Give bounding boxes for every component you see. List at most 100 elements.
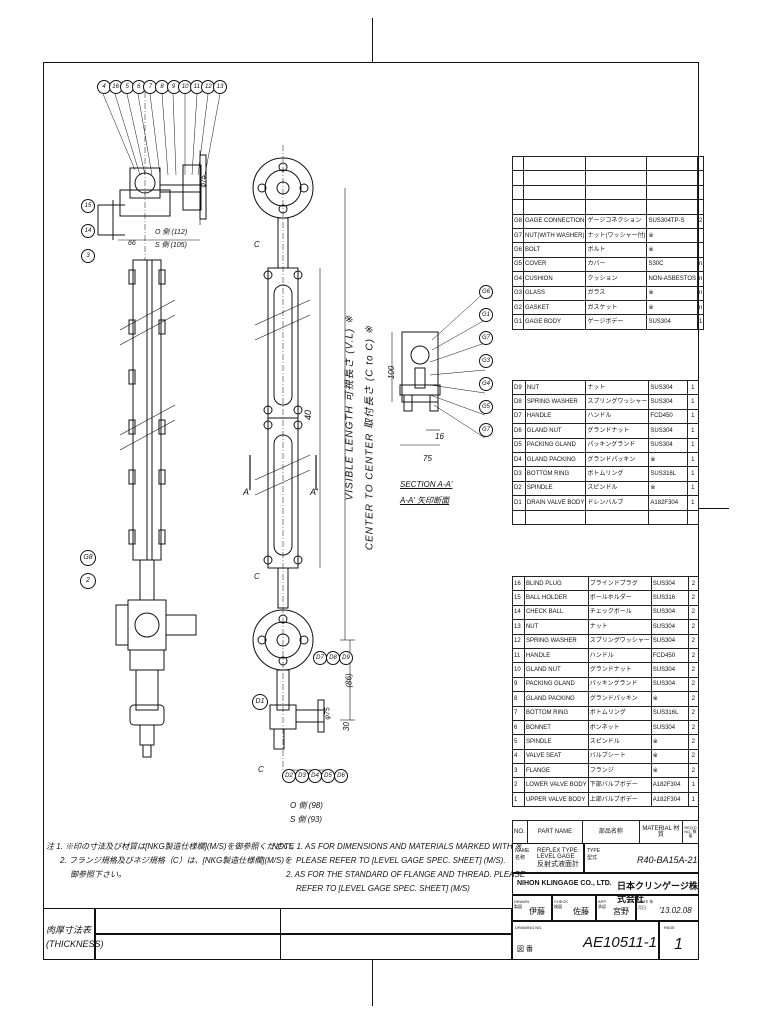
part-main-no: 4 [512,748,525,765]
thickness-row-1 [95,908,512,934]
part-main-en: NUT [523,619,589,635]
balloon-left-14: 14 [81,224,95,238]
part-d-no: D9 [512,379,526,396]
part-g-en [523,155,587,172]
drawn-value: 伊藤 [529,907,545,916]
part-d-qty: 1 [686,495,700,511]
part-main-no: 8 [512,691,525,707]
part-g-qty: 1 [697,314,705,330]
thickness-en: (THICKNESS) [46,939,104,949]
name-label: NAME 名称 [515,848,530,861]
part-d-qty: 1 [686,379,700,396]
part-main-jp: ボンネット [587,719,652,736]
part-g-mat [646,199,699,215]
part-g-no: G2 [511,299,525,316]
part-main-no: 11 [512,647,525,664]
type-label: TYPE 型式 [587,848,601,861]
part-g-row [511,199,705,215]
part-main-no: 12 [512,633,525,649]
part-g-en: GLASS [523,285,587,301]
date-cell: DATE 年月日 '13.02.08 [636,895,699,921]
part-d-mat: SUS316L [648,466,688,482]
part-g-en: NUT(WITH WASHER) [523,227,587,244]
part-g-en: GAGE CONNECTION [523,213,587,229]
part-d-no: D3 [512,466,526,482]
balloon-left-15: 15 [81,199,95,213]
part-g-en [523,184,587,201]
part-g-en: GASKET [523,299,587,316]
balloon-left-3: 3 [81,249,95,263]
part-d-qty: 1 [686,466,700,482]
part-g-jp [585,199,648,215]
part-d-en: NUT [524,379,587,396]
part-g-qty: n [697,271,705,287]
part-g-jp [585,184,648,201]
part-g-no: G8 [511,213,525,229]
part-main-jp: グランドパッキン [587,691,652,707]
crop-mark-top [372,18,373,62]
parts-list-header: NO. PART NAME 部品名称 MATERIAL 材質 REQ'D NO.… [512,820,699,844]
balloon-bottom-D9: D9 [339,651,353,665]
app-cell: APP. 承認 宮野 [596,895,636,921]
part-main-en: BALL HOLDER [523,590,589,606]
part-main-mat: SUS304 [650,575,689,592]
part-main-jp: チェックボール [587,604,652,621]
part-g-mat: SUS304TP-S [646,213,699,229]
part-main-jp: フランジ [587,763,652,779]
part-d-no: D6 [512,423,526,439]
part-main-en: BLIND PLUG [523,575,589,592]
part-g-jp [585,155,648,172]
part-main-mat: FCD450 [650,647,689,664]
part-main-mat: ※ [650,748,689,765]
part-main-jp: スプリングワッシャー [587,633,652,649]
part-g-mat: ※ [646,242,699,258]
part-g-jp: ボルト [585,242,648,258]
part-g-qty [697,155,705,172]
part-d-en: GLAND PACKING [524,451,587,468]
crop-mark-right [699,508,729,509]
part-g-qty: n [697,256,705,273]
part-main-jp: ブラインドプラグ [587,575,652,592]
part-d-jp [585,509,650,525]
part-g-no: G3 [511,285,525,301]
part-d-mat: SUS304 [648,423,688,439]
note-en-2: PLEASE REFER TO [LEVEL GAGE SPEC. SHEET]… [296,856,506,865]
dim-c2: C [254,572,260,581]
part-main-qty: 2 [687,719,700,736]
part-main-mat: ※ [650,734,689,750]
part-d-qty: 1 [686,423,700,439]
part-g-jp: ガスケット [585,299,648,316]
part-d-en [524,509,587,525]
part-d-row [512,509,700,525]
hdr-jp: 部品名称 [582,820,640,844]
part-main-qty: 2 [687,734,700,750]
part-main-qty: 2 [687,647,700,664]
part-main-jp: グランドナット [587,662,652,678]
part-main-qty: 2 [687,676,700,693]
balloon-section-G5-5: G5 [479,400,493,414]
part-d-en: SPINDLE [524,480,587,497]
part-main-jp: ボールホルダー [587,590,652,606]
part-g-no: G7 [511,227,525,244]
part-main-jp: バルブシート [587,748,652,765]
part-g-qty: 2 [697,213,705,229]
part-d-qty: 1 [686,451,700,468]
part-g-mat: ※ [646,227,699,244]
crop-mark-bottom [372,960,373,1006]
dim-s-bot: S 側 (93) [290,815,323,824]
part-d-en: PACKING GLAND [524,437,587,453]
part-main-en: VALVE SEAT [523,748,589,765]
balloon-bottom-D7: D7 [313,651,327,665]
part-g-no [511,184,525,201]
part-g-row [511,184,705,201]
